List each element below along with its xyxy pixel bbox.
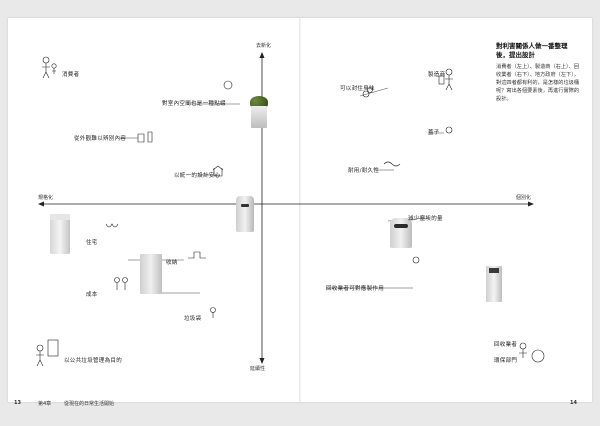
note-lid: 蓋子 (428, 130, 440, 136)
note-cost: 成本 (86, 292, 98, 298)
horizontal-axis-arrow-right (528, 201, 534, 207)
axis-label-left: 規格化 (38, 195, 54, 201)
chapter-label: 第4章 (38, 401, 52, 407)
note-recycler: 回收業者 (494, 342, 518, 348)
note-consumer: 消費者 (62, 72, 80, 78)
note-municipal: 以公共垃圾管理為目的 (64, 358, 123, 364)
vertical-axis-arrow-top (259, 52, 265, 58)
note-indoor: 對室內空間也是一種點綴 (162, 101, 226, 107)
note-recycle: 回收業者可對應製作用 (326, 286, 385, 292)
note-storage: 收納 (166, 260, 178, 266)
note-seal: 可以封住臭味 (340, 86, 375, 92)
note-unified: 以統一的設計安心 (174, 173, 221, 179)
doodles (36, 56, 545, 367)
page-gutter (299, 18, 301, 402)
sidebar-body: 消費者（左上）、製造商（右上）、回收業者（右下）、地方政府（左下），對這四者都有… (496, 64, 580, 102)
product-slim-bin (486, 266, 502, 302)
product-tall-bin (50, 214, 70, 254)
product-hood-bin (390, 218, 412, 248)
chapter-title: 從現在的日常生活開始 (64, 401, 115, 407)
sidebar-title: 對利害關係人做一番整理後，提出設計 (496, 42, 568, 59)
axis-label-right: 個別化 (516, 195, 532, 201)
product-square-bin (140, 254, 162, 294)
right-page-number: 14 (570, 400, 577, 406)
left-page-number: 13 (14, 400, 21, 406)
positioning-map (36, 52, 545, 367)
note-trash: 住宅 (86, 240, 98, 246)
note-bag: 垃圾袋 (184, 316, 202, 322)
note-manufacturer: 製造商 (428, 72, 446, 78)
note-retain: 減少塵埃的量 (408, 216, 443, 222)
note-stable: 從外觀難以辨別內容 (74, 136, 127, 142)
horizontal-axis-arrow-left (38, 201, 44, 207)
axis-label-top: 去新化 (256, 43, 272, 49)
product-plant-bin (248, 96, 270, 130)
vertical-axis-arrow-bottom (259, 358, 265, 364)
note-durable: 耐用/耐久性 (348, 168, 380, 174)
product-round-bin (236, 196, 254, 232)
note-reuse: 環保部門 (494, 358, 518, 364)
book-spread: 去新化 延續性 規格化 個別化 消費者 對室內空間也是一種點綴 從外觀難以辨別內… (8, 18, 592, 407)
axis-label-bottom: 延續性 (250, 366, 266, 372)
